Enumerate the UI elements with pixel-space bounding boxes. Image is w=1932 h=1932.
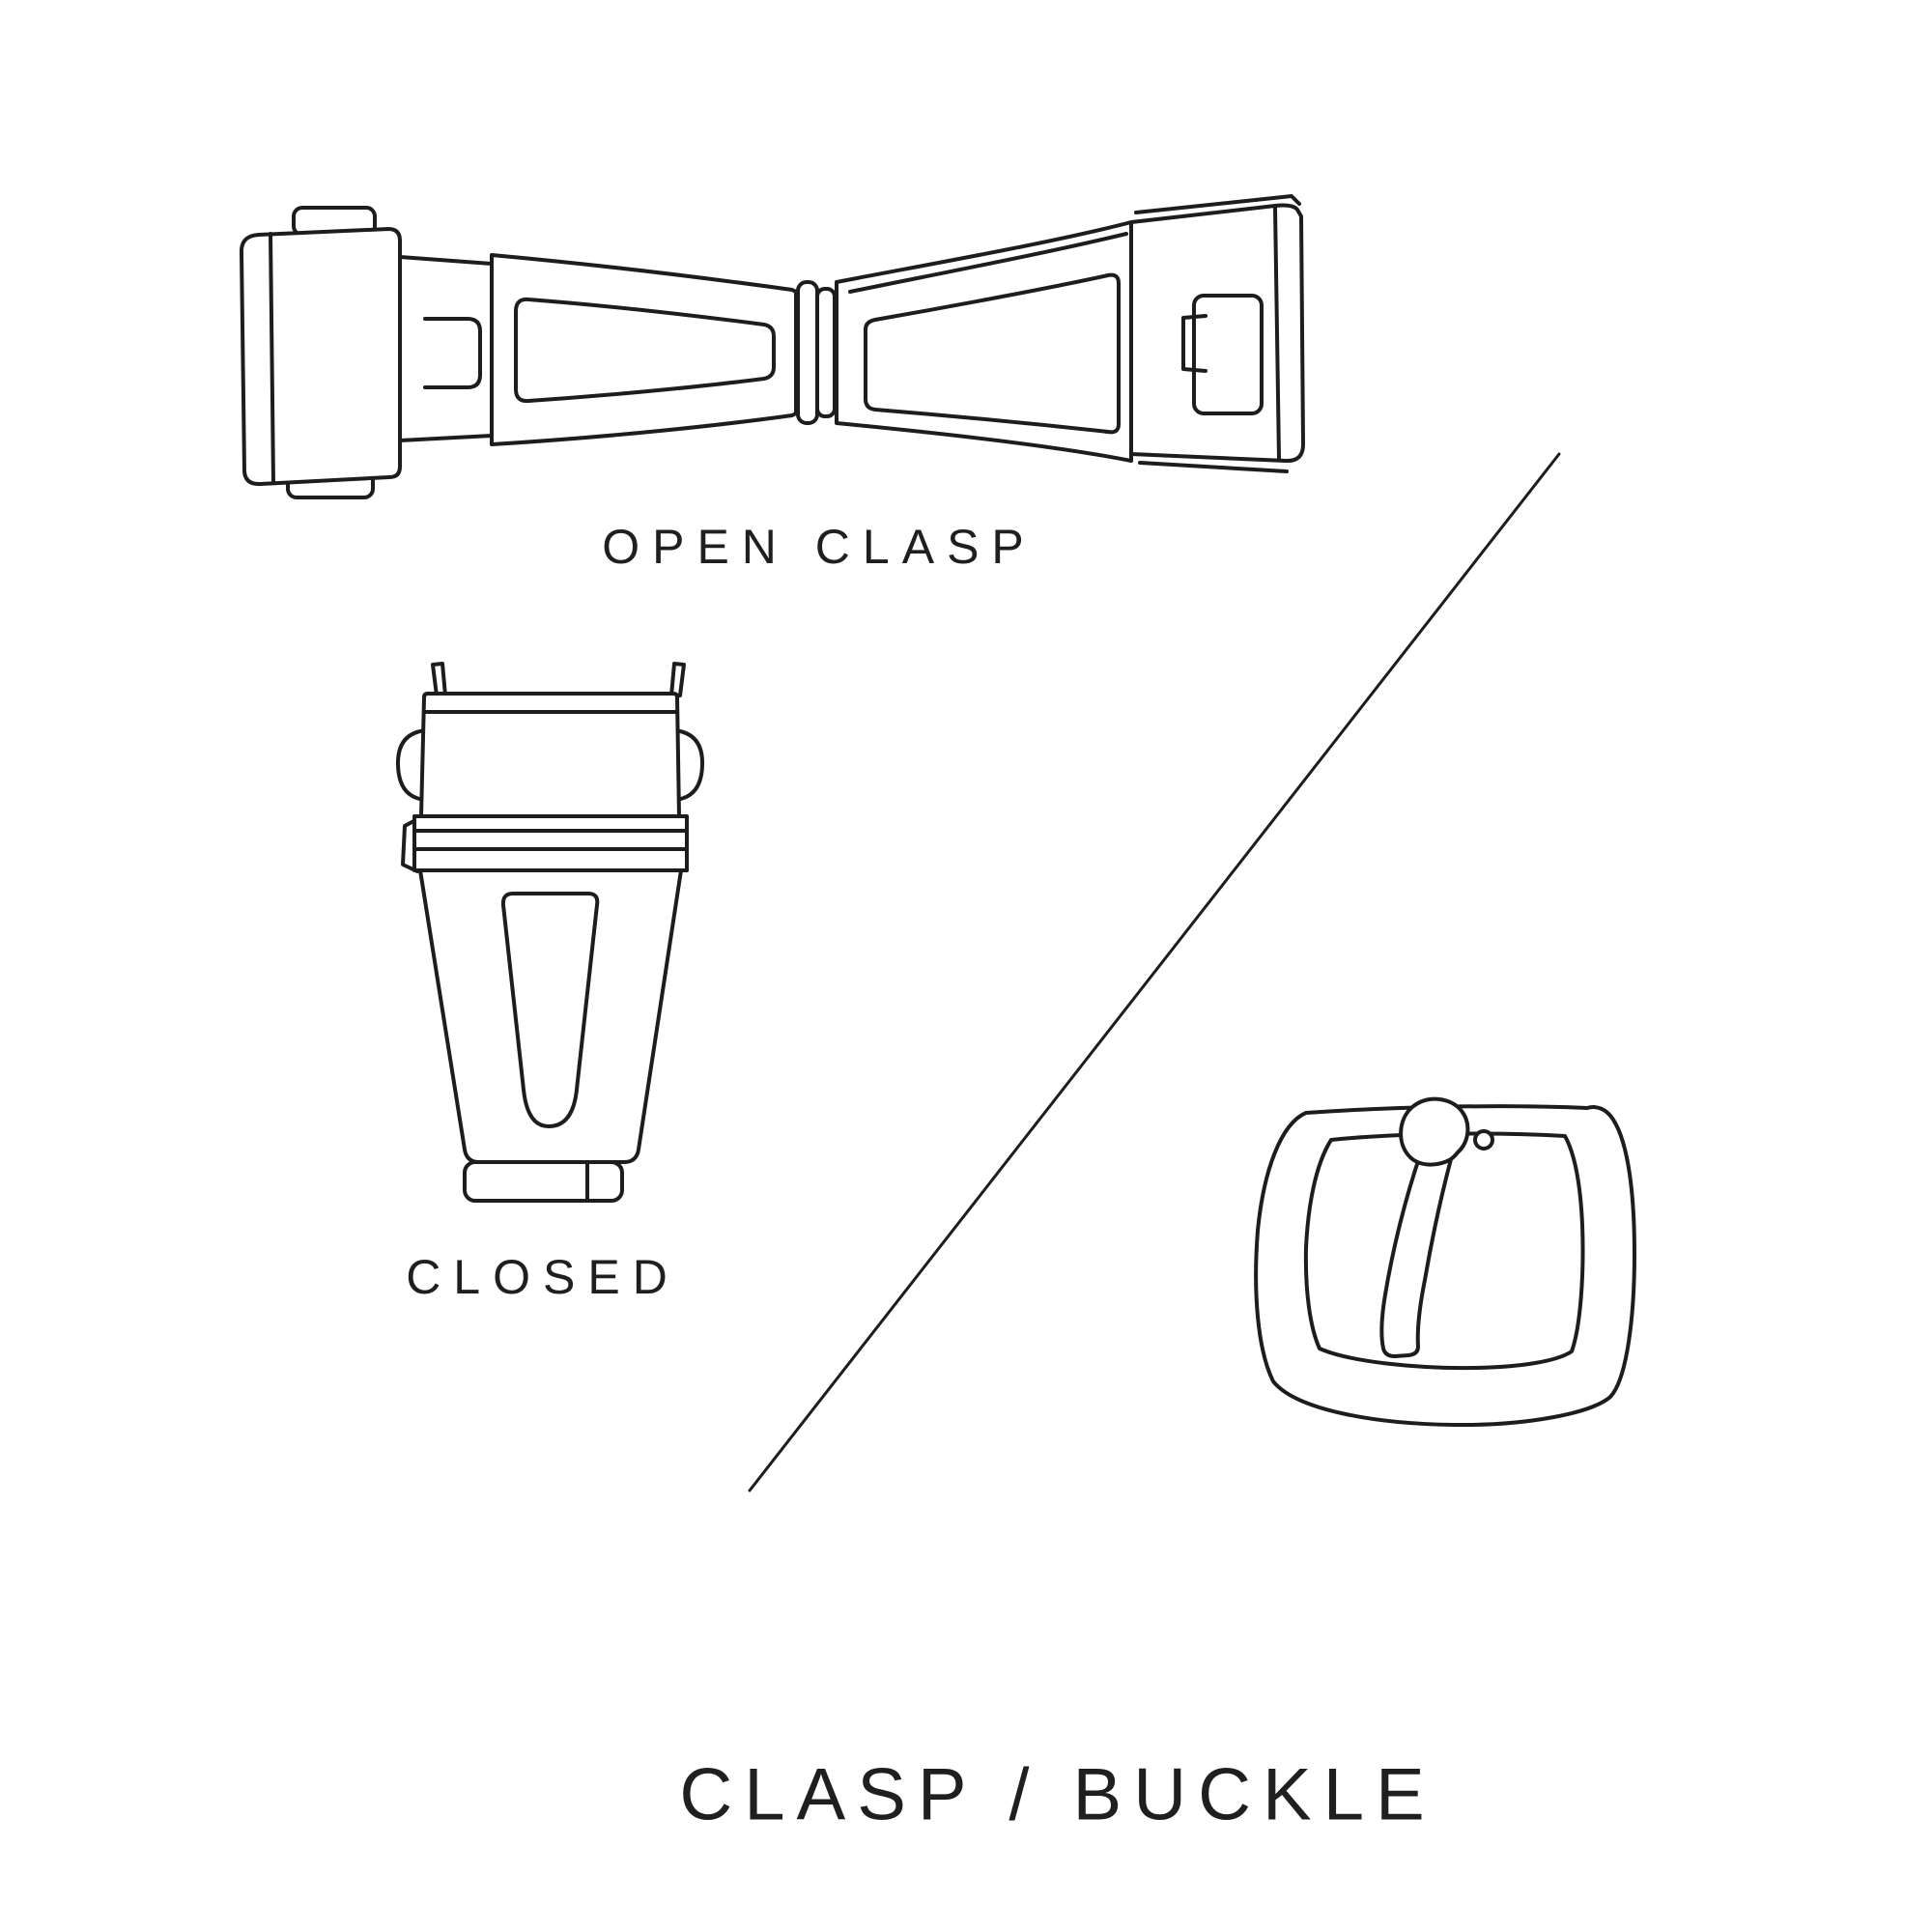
closed-band bbox=[412, 814, 689, 872]
page-title: CLASP / BUCKLE bbox=[679, 1753, 1436, 1836]
closed-ear-right bbox=[672, 728, 705, 802]
buckle-pin-curl bbox=[1473, 1129, 1494, 1151]
clasp-right-end-catch bbox=[1181, 314, 1208, 373]
buckle-frame-inner bbox=[1303, 1131, 1585, 1371]
buckle-tongue bbox=[1379, 1153, 1453, 1358]
clasp-right-end-top-line bbox=[1134, 194, 1301, 214]
clasp-connector-notch bbox=[423, 317, 482, 389]
clasp-right-end-cutout bbox=[1192, 294, 1264, 415]
closed-clasp-label: CLOSED bbox=[406, 1250, 680, 1304]
clasp-left-cover-edge bbox=[269, 232, 275, 485]
clasp-hinge-left bbox=[796, 280, 819, 425]
clasp-right-end-edge bbox=[1273, 205, 1281, 461]
closed-prong-left bbox=[431, 662, 447, 697]
closed-body-inner bbox=[500, 892, 600, 1128]
clasp-right-arm-inner bbox=[864, 272, 1121, 435]
clasp-hinge-right bbox=[815, 287, 837, 418]
open-clasp-label: OPEN CLASP bbox=[602, 520, 1037, 574]
clasp-left-arm-inner bbox=[514, 297, 776, 404]
closed-body bbox=[418, 868, 683, 1164]
closed-clasp-illustration bbox=[395, 662, 705, 1203]
closed-ear-left bbox=[395, 728, 428, 802]
open-clasp-illustration bbox=[239, 194, 1305, 499]
clasp-connector bbox=[398, 255, 494, 442]
pin-buckle-illustration bbox=[1254, 1096, 1636, 1428]
clasp-left-arm bbox=[490, 253, 798, 446]
clasp-right-arm-fold bbox=[848, 232, 1128, 294]
buckle-tongue-loop bbox=[1399, 1096, 1470, 1167]
clasp-left-cover bbox=[239, 227, 402, 487]
closed-prong-right bbox=[669, 662, 686, 697]
divider-line bbox=[748, 452, 1561, 1492]
clasp-right-arm bbox=[835, 220, 1133, 463]
closed-bottom-bar bbox=[463, 1160, 624, 1203]
clasp-right-end-bottom-line bbox=[1138, 461, 1289, 473]
